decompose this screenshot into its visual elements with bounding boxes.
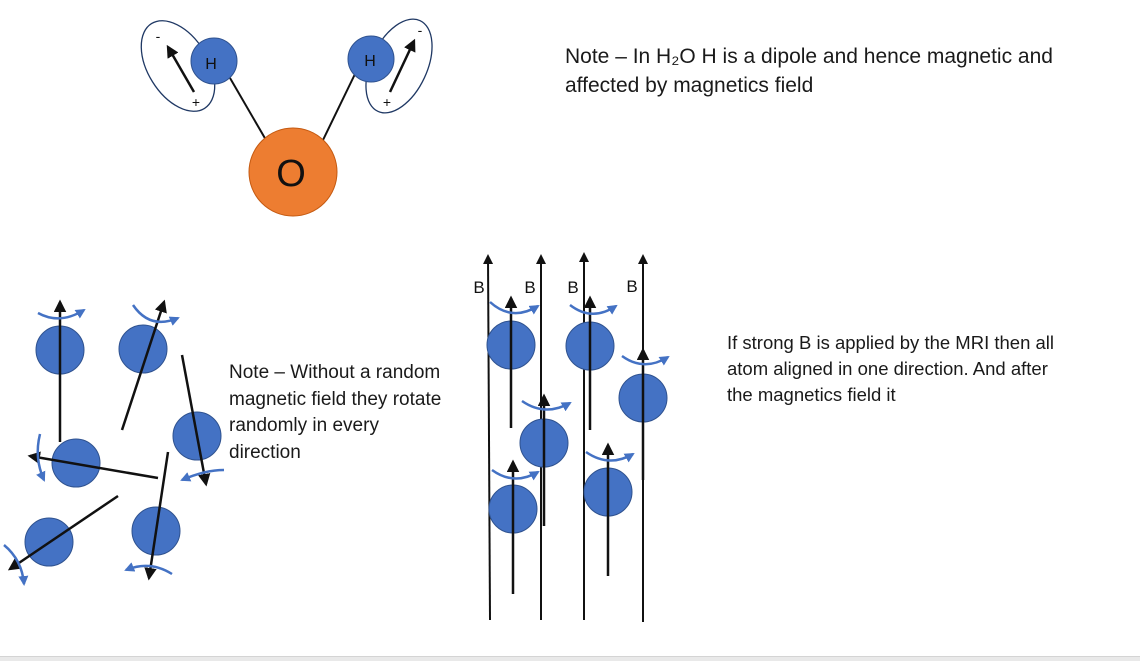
- field-label-b: B: [473, 278, 484, 297]
- note-water-dipole: Note – In H₂O H is a dipole and hence ma…: [565, 45, 1053, 97]
- water-molecule: H H O - + - +: [140, 18, 433, 217]
- spin-arrow: [144, 451, 170, 581]
- rotation-arrow: [131, 304, 180, 326]
- rotation-arrow: [569, 303, 618, 315]
- rotation-arrow: [585, 450, 635, 463]
- aligned-spins: B B B B: [473, 252, 670, 622]
- rotation-arrow: [37, 308, 86, 320]
- hydrogen-atom-left: [190, 37, 238, 85]
- rotation-arrow: [621, 354, 670, 366]
- plus-sign-right: +: [383, 94, 391, 110]
- rotation-arrow: [521, 399, 572, 412]
- bond-right: [322, 73, 356, 141]
- note-aligned-field: If strong B is applied by the MRI then a…: [727, 332, 1055, 405]
- minus-sign-left: -: [156, 28, 161, 44]
- note-random-rotation: Note – Without a random magnetic field t…: [229, 362, 442, 463]
- rotation-arrow: [36, 433, 46, 482]
- spin-arrow: [7, 494, 119, 571]
- oxygen-atom: [248, 127, 338, 217]
- field-label-b: B: [626, 277, 637, 296]
- random-spins: [3, 299, 225, 586]
- spin-arrow: [27, 451, 159, 480]
- bond-left: [229, 77, 267, 141]
- rotation-arrow: [124, 562, 173, 576]
- oxygen-label: O: [276, 153, 306, 195]
- hydrogen-label-right: H: [364, 53, 376, 70]
- rotation-arrow: [180, 468, 225, 482]
- hydrogen-atom-right: [347, 35, 395, 83]
- random-atom: [118, 324, 168, 374]
- dipole-arrow-left: [166, 44, 196, 93]
- hydrogen-label-left: H: [205, 56, 217, 73]
- dipole-arrow-right: [388, 38, 416, 93]
- spin-arrow: [180, 354, 211, 487]
- field-label-b: B: [567, 278, 578, 297]
- plus-sign-left: +: [192, 94, 200, 110]
- spin-arrow: [120, 299, 167, 431]
- rotation-arrow: [489, 301, 540, 315]
- field-label-b: B: [524, 278, 535, 297]
- bottom-divider: [0, 656, 1140, 661]
- rotation-arrow: [3, 544, 29, 586]
- minus-sign-right: -: [418, 22, 423, 38]
- rotation-arrow: [491, 468, 540, 481]
- field-line: [483, 254, 494, 621]
